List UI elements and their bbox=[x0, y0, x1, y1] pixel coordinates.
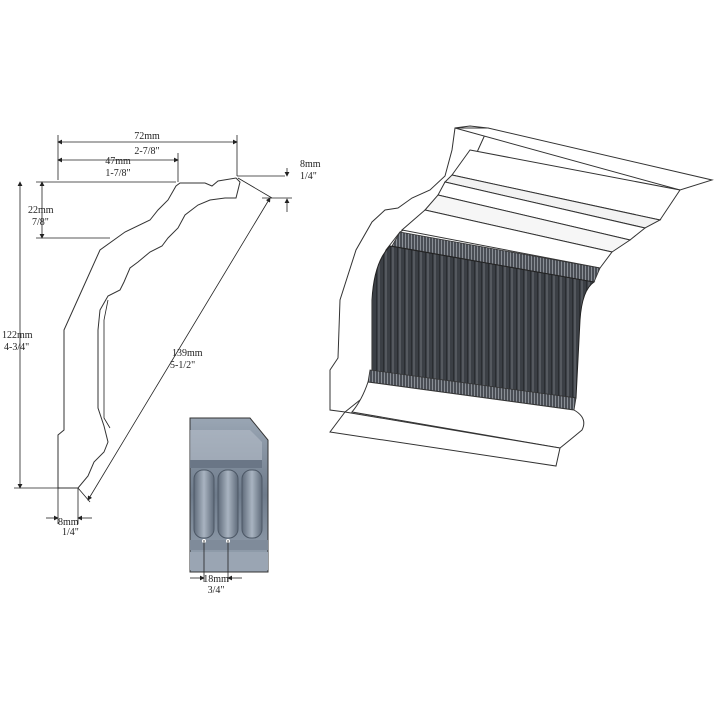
dim-139-mm: 139mm bbox=[172, 348, 203, 359]
flute-detail: 18mm 3/4" bbox=[189, 417, 269, 596]
dim-8-top-mm: 8mm bbox=[300, 159, 321, 170]
dimension-lines bbox=[14, 135, 292, 524]
dim-18-mm: 18mm bbox=[203, 574, 229, 585]
dim-122-mm: 122mm bbox=[2, 330, 33, 341]
dim-72-in: 2-7/8" bbox=[134, 146, 159, 157]
profile-inner-line bbox=[103, 299, 111, 429]
dim-22-mm: 22mm bbox=[28, 205, 54, 216]
dim-47-in: 1-7/8" bbox=[105, 168, 130, 179]
molding-3d-view bbox=[329, 125, 714, 467]
dim-122-in: 4-3/4" bbox=[4, 342, 29, 353]
dim-18-in: 3/4" bbox=[208, 585, 225, 596]
dim-8-bottom-mm: 8mm bbox=[58, 517, 79, 528]
dimension-labels: 72mm 2-7/8" 47mm 1-7/8" 8mm 1/4" 22mm 7/… bbox=[2, 131, 321, 538]
dim-72-mm: 72mm bbox=[134, 131, 160, 142]
dim-139-in: 5-1/2" bbox=[170, 360, 195, 371]
dim-22-in: 7/8" bbox=[32, 217, 49, 228]
dim-47-mm: 47mm bbox=[105, 156, 131, 167]
dim-8-bottom-in: 1/4" bbox=[62, 527, 79, 538]
dim-8-top-in: 1/4" bbox=[300, 171, 317, 182]
